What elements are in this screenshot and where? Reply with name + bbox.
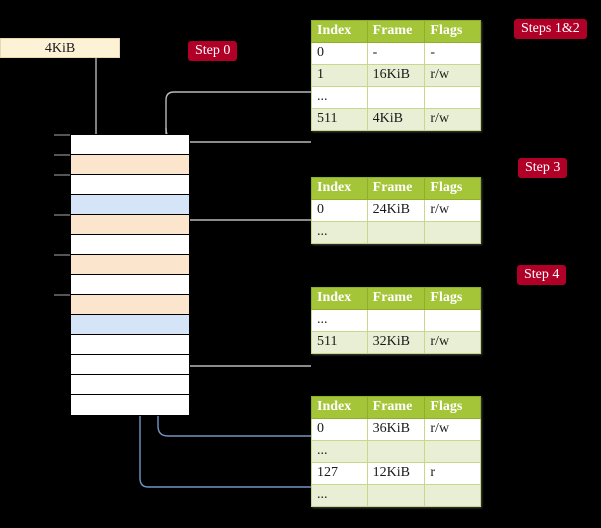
memory-frame-row <box>71 335 189 355</box>
memory-row-tick <box>54 214 70 216</box>
memory-frame-row <box>71 295 189 315</box>
column-header-index: Index <box>311 20 368 43</box>
memory-frame-row <box>71 275 189 295</box>
table-cell: 511 <box>311 108 368 131</box>
table-cell: r <box>424 462 481 485</box>
table-cell: ... <box>311 221 368 244</box>
memory-frame-row <box>71 135 189 155</box>
badge-step-0: Step 0 <box>188 41 238 61</box>
table-cell <box>366 86 426 109</box>
memory-frame-row <box>71 255 189 275</box>
column-header-flags: Flags <box>424 396 481 419</box>
table-cell: 0 <box>311 199 368 222</box>
column-header-index: Index <box>311 287 368 310</box>
memory-frame-row <box>71 235 189 255</box>
memory-frame-row <box>71 395 189 415</box>
table-cell <box>424 86 481 109</box>
table-cell <box>366 440 426 463</box>
column-header-frame: Frame <box>366 396 426 419</box>
table-cell <box>424 484 481 507</box>
table-cell: r/w <box>424 418 481 441</box>
table-cell <box>366 309 426 332</box>
table-cell <box>366 484 426 507</box>
table-cell: 36KiB <box>366 418 426 441</box>
memory-row-tick <box>54 134 70 136</box>
column-header-index: Index <box>311 177 368 200</box>
table-cell: 32KiB <box>366 331 426 354</box>
table-cell: 127 <box>311 462 368 485</box>
table-row: ... <box>311 484 481 507</box>
column-header-frame: Frame <box>366 20 426 43</box>
memory-row-tick <box>54 254 70 256</box>
column-header-frame: Frame <box>366 177 426 200</box>
table-cell: 24KiB <box>366 199 426 222</box>
table-cell: r/w <box>424 199 481 222</box>
table-cell: - <box>366 42 426 65</box>
table-cell: r/w <box>424 64 481 87</box>
table-cell: 1 <box>311 64 368 87</box>
source-size-box: 4KiB <box>0 38 120 58</box>
column-header-flags: Flags <box>424 287 481 310</box>
table-row: ... <box>311 440 481 463</box>
table-row: ... <box>311 221 481 244</box>
table-cell <box>424 309 481 332</box>
table-cell: r/w <box>424 331 481 354</box>
table-cell <box>424 440 481 463</box>
table-cell: ... <box>311 86 368 109</box>
table-cell <box>424 221 481 244</box>
memory-frame-row <box>71 375 189 395</box>
table-cell: - <box>424 42 481 65</box>
badge-steps-1-2: Steps 1&2 <box>514 19 587 39</box>
table-cell: 16KiB <box>366 64 426 87</box>
memory-row-tick <box>54 174 70 176</box>
table-cell: ... <box>311 309 368 332</box>
memory-frame-row <box>71 155 189 175</box>
memory-row-tick <box>54 154 70 156</box>
table-row: ... <box>311 86 481 109</box>
memory-frame-row <box>71 215 189 235</box>
column-header-flags: Flags <box>424 20 481 43</box>
memory-frame-row <box>71 175 189 195</box>
memory-frame-row <box>71 195 189 215</box>
column-header-flags: Flags <box>424 177 481 200</box>
memory-row-tick <box>54 294 70 296</box>
column-header-index: Index <box>311 396 368 419</box>
table-row: ... <box>311 309 481 332</box>
memory-frame-row <box>71 355 189 375</box>
table-row: 0-- <box>311 42 481 65</box>
table-cell: 511 <box>311 331 368 354</box>
table-cell: 0 <box>311 42 368 65</box>
table-cell: 12KiB <box>366 462 426 485</box>
table-cell <box>366 221 426 244</box>
table-cell: r/w <box>424 108 481 131</box>
table-cell: ... <box>311 440 368 463</box>
table-cell: 4KiB <box>366 108 426 131</box>
physical-memory-column <box>70 134 190 416</box>
column-header-frame: Frame <box>366 287 426 310</box>
badge-step-3: Step 3 <box>518 158 568 178</box>
badge-step-4: Step 4 <box>517 265 567 285</box>
memory-frame-row <box>71 315 189 335</box>
table-cell: 0 <box>311 418 368 441</box>
table-cell: ... <box>311 484 368 507</box>
